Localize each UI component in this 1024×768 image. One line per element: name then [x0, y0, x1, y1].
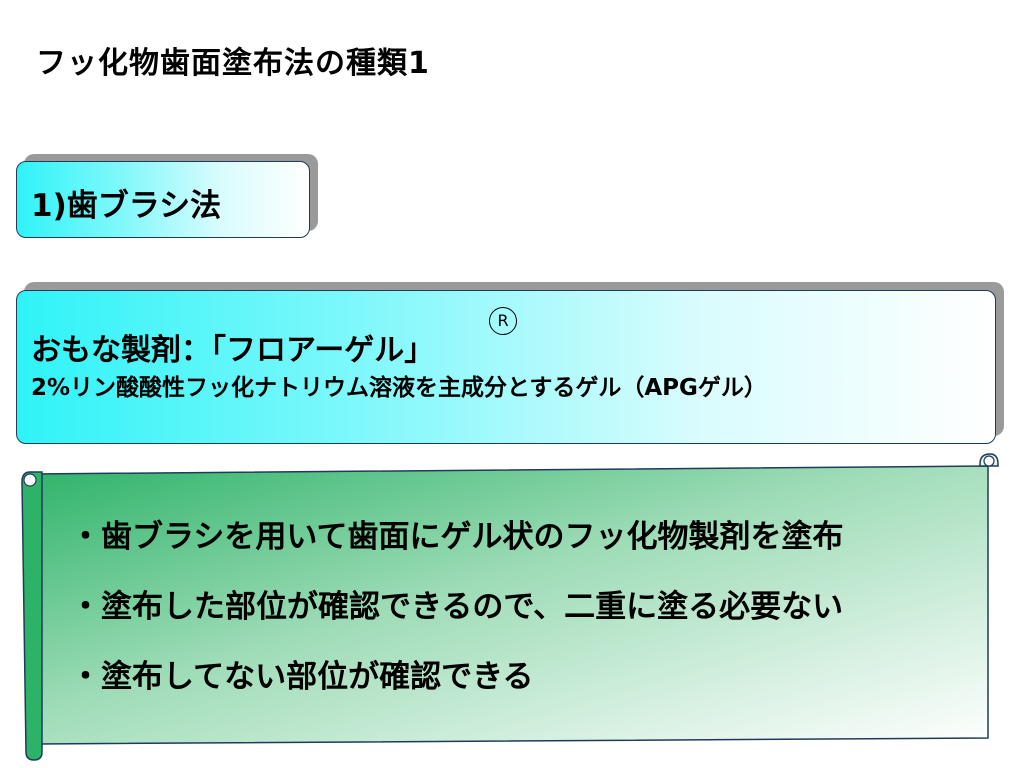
- bullet-item: ・塗布した部位が確認できるので、二重に塗る必要ない: [70, 589, 844, 625]
- bullet-list: ・歯ブラシを用いて歯面にゲル状のフッ化物製剤を塗布 ・塗布した部位が確認できるの…: [70, 502, 843, 712]
- method-label: 1)歯ブラシ法: [31, 188, 222, 224]
- method-box: 1)歯ブラシ法: [16, 161, 310, 238]
- product-name-line: おもな製剤：「フロアーゲル」: [31, 333, 435, 368]
- registered-mark: R: [489, 307, 517, 335]
- bullet-item: ・歯ブラシを用いて歯面にゲル状のフッ化物製剤を塗布: [70, 519, 844, 555]
- scroll-shape: [21, 453, 999, 761]
- bullet-scroll-panel: ・歯ブラシを用いて歯面にゲル状のフッ化物製剤を塗布 ・塗布した部位が確認できるの…: [18, 452, 1002, 762]
- product-box: おもな製剤：「フロアーゲル」 R 2%リン酸酸性フッ化ナトリウム溶液を主成分とす…: [16, 290, 996, 444]
- product-description: 2%リン酸酸性フッ化ナトリウム溶液を主成分とするゲル（APGゲル）: [31, 375, 767, 401]
- bullet-item: ・塗布してない部位が確認できる: [70, 659, 534, 695]
- slide-title: フッ化物歯面塗布法の種類1: [36, 46, 430, 81]
